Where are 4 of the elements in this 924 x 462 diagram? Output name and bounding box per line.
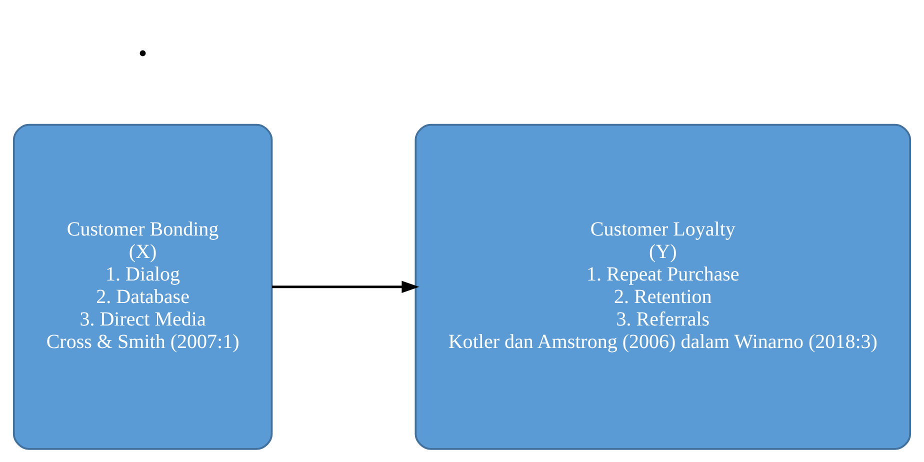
- node-box: Customer Loyalty (Y) 1. Repeat Purchase 2. Retention 3. Referrals Kotler dan Amstrong (2006) dalam Winarno (2018:3): [414, 123, 912, 450]
- node-box: Customer Bonding (X) 1. Dialog 2. Database 3. Direct Media Cross & Smith (2007:1): [12, 123, 273, 450]
- label: •: [138, 40, 148, 68]
- arrow: [272, 280, 420, 293]
